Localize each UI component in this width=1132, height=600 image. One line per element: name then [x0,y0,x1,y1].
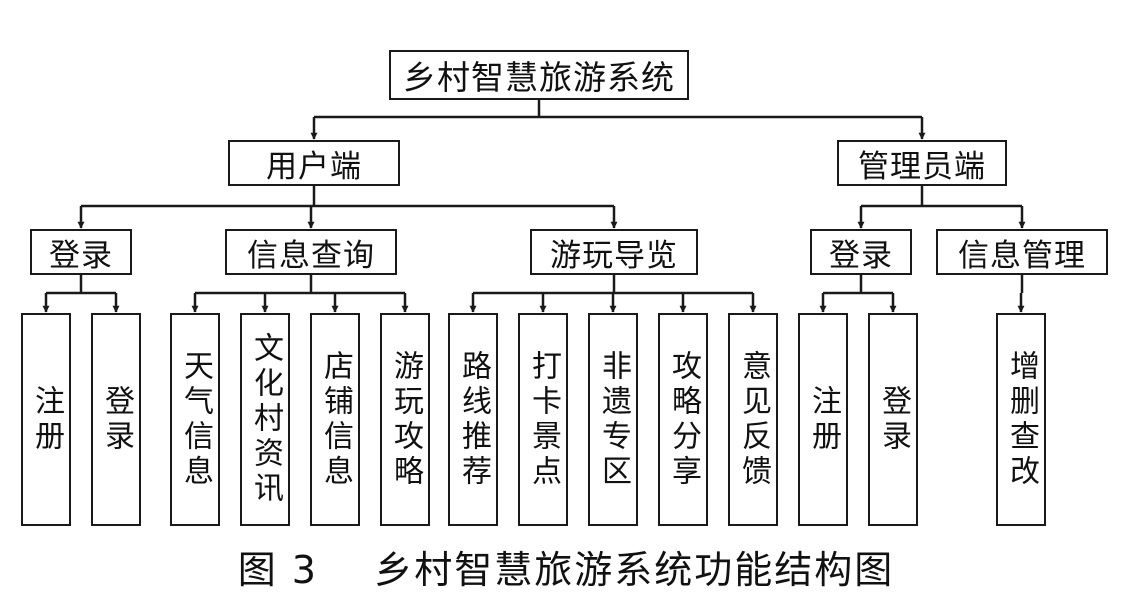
leaf-register: 注册 [21,313,71,526]
root-node: 乡村智慧旅游系统 [389,50,689,100]
leaf-admin-register: 注册 [798,313,848,526]
leaf-login: 登录 [91,313,141,526]
leaf-travel-tips-label: 游玩攻略 [388,349,423,490]
info-mgmt-node: 信息管理 [936,229,1108,275]
leaf-feedback: 意见反馈 [728,313,778,526]
leaf-heritage-zone: 非遗专区 [588,313,638,526]
leaf-travel-tips: 游玩攻略 [380,313,430,526]
leaf-weather-info: 天气信息 [170,313,220,526]
leaf-login-label: 登录 [99,384,134,455]
leaf-crud: 增删查改 [996,313,1046,526]
leaf-crud-label: 增删查改 [1004,349,1039,490]
leaf-checkin-spots: 打卡景点 [518,313,568,526]
leaf-checkin-spots-label: 打卡景点 [526,349,561,490]
leaf-culture-village-news: 文化村资讯 [240,313,290,526]
leaf-culture-village-news-label: 文化村资讯 [248,332,283,507]
user-end-node: 用户端 [228,140,400,186]
user-login-group-label: 登录 [49,237,113,274]
leaf-admin-login: 登录 [868,313,918,526]
admin-end-label: 管理员端 [858,148,986,185]
info-query-node: 信息查询 [225,229,397,275]
user-login-group-node: 登录 [30,229,132,275]
leaf-register-label: 注册 [29,384,64,455]
leaf-route-recommend: 路线推荐 [448,313,498,526]
leaf-tips-sharing-label: 攻略分享 [666,349,701,490]
admin-login-group-label: 登录 [829,237,893,274]
leaf-weather-info-label: 天气信息 [178,349,213,490]
leaf-route-recommend-label: 路线推荐 [456,349,491,490]
leaf-heritage-zone-label: 非遗专区 [596,349,631,490]
leaf-shop-info-label: 店铺信息 [318,349,353,490]
admin-login-group-node: 登录 [810,229,912,275]
admin-end-node: 管理员端 [837,140,1007,186]
travel-guide-label: 游玩导览 [550,237,678,274]
info-mgmt-label: 信息管理 [958,237,1086,274]
leaf-feedback-label: 意见反馈 [736,349,771,490]
leaf-admin-register-label: 注册 [806,384,841,455]
root-label: 乡村智慧旅游系统 [403,58,675,97]
leaf-admin-login-label: 登录 [876,384,911,455]
travel-guide-node: 游玩导览 [530,229,698,275]
figure-caption: 图 3 乡村智慧旅游系统功能结构图 [237,548,895,592]
info-query-label: 信息查询 [247,237,375,274]
user-end-label: 用户端 [266,148,362,185]
leaf-tips-sharing: 攻略分享 [658,313,708,526]
leaf-shop-info: 店铺信息 [310,313,360,526]
